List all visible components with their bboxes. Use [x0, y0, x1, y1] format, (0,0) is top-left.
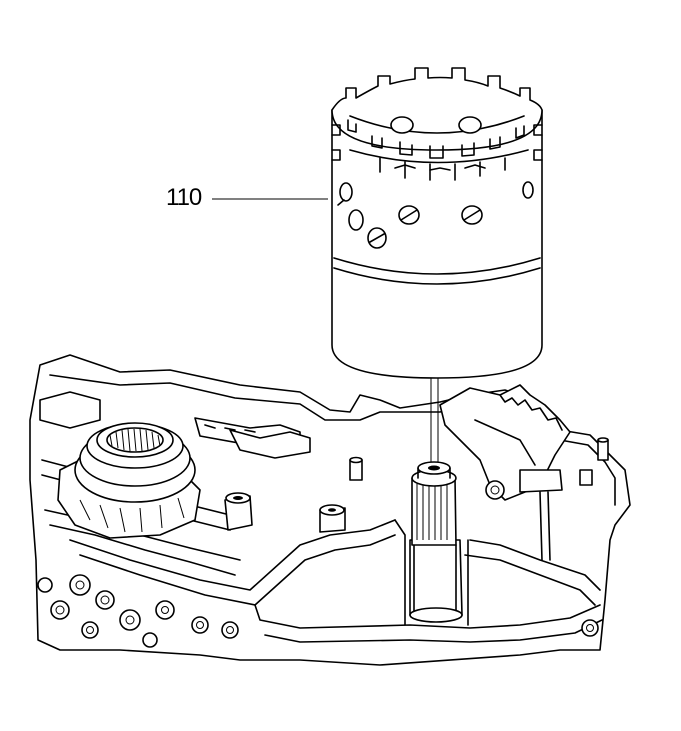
- center-line: [430, 376, 439, 462]
- detent-linkage: [319, 384, 609, 561]
- callout-110-label: 110: [166, 184, 202, 211]
- input-shaft: [394, 461, 469, 626]
- input-drum: [331, 67, 543, 379]
- bearing-hub: [57, 422, 253, 539]
